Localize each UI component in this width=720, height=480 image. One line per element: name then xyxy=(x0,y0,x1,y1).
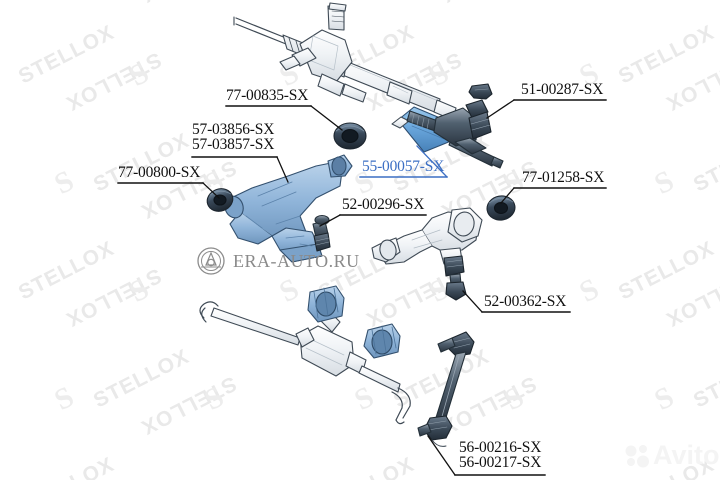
part-callout-label: 77-00800-SX xyxy=(118,164,201,181)
part-number-text: 77-00835-SX xyxy=(226,87,309,104)
callout-leader-line xyxy=(319,214,341,227)
era-auto-text: ERA-AUTO.RU xyxy=(233,250,360,271)
callout-leader-line xyxy=(462,290,483,313)
part-number-text: 57-03856-SX xyxy=(192,121,275,138)
part-number-text: 55-00057-SX xyxy=(362,158,445,175)
part-number-text: 57-03857-SX xyxy=(192,136,275,153)
lower-control-arm xyxy=(224,154,353,263)
callout-leader-line xyxy=(427,435,456,476)
callout-leader-line xyxy=(310,105,343,131)
part-number-text: 56-00217-SX xyxy=(459,454,542,471)
era-auto-circular-logo xyxy=(197,247,225,275)
part-callout-label[interactable]: 55-00057-SX xyxy=(362,158,445,175)
era-auto-watermark: ERA-AUTO.RU xyxy=(196,246,360,276)
stabilizer-bar-assembly xyxy=(199,301,411,425)
avito-watermark: Avito xyxy=(624,440,720,471)
control-arm-bushing-left xyxy=(206,188,234,212)
part-callout-label: 77-00835-SX xyxy=(226,87,309,104)
callout-leader-line xyxy=(486,99,515,119)
upper-ball-joint xyxy=(443,255,467,301)
avito-dots-logo xyxy=(625,444,649,467)
part-callout-label: 51-00287-SX xyxy=(521,81,604,98)
part-number-text: 52-00296-SX xyxy=(342,196,425,213)
callout-leader-line xyxy=(416,145,448,178)
stabilizer-bushing-lower xyxy=(363,323,401,359)
avito-text: Avito xyxy=(653,440,720,470)
callout-leader-line xyxy=(500,187,515,204)
upper-arm-bushing xyxy=(486,195,516,221)
upper-control-arm xyxy=(371,207,483,265)
outer-tie-rod-end xyxy=(406,83,493,155)
part-number-text: 77-00800-SX xyxy=(118,164,201,181)
callout-leader-line xyxy=(276,156,289,183)
part-number-text: 52-00362-SX xyxy=(484,293,567,310)
callout-leader-line xyxy=(202,182,220,199)
steering-rack-assembly xyxy=(233,2,457,121)
part-number-text: 51-00287-SX xyxy=(521,81,604,98)
part-number-text: 56-00216-SX xyxy=(459,439,542,456)
part-number-text: 77-01258-SX xyxy=(522,169,605,186)
part-callout-label: 52-00296-SX xyxy=(342,196,425,213)
stabilizer-bushing-upper xyxy=(307,285,345,323)
part-callout-label: 52-00362-SX xyxy=(484,293,567,310)
stabilizer-link xyxy=(417,331,475,447)
part-callout-label: 77-01258-SX xyxy=(522,169,605,186)
